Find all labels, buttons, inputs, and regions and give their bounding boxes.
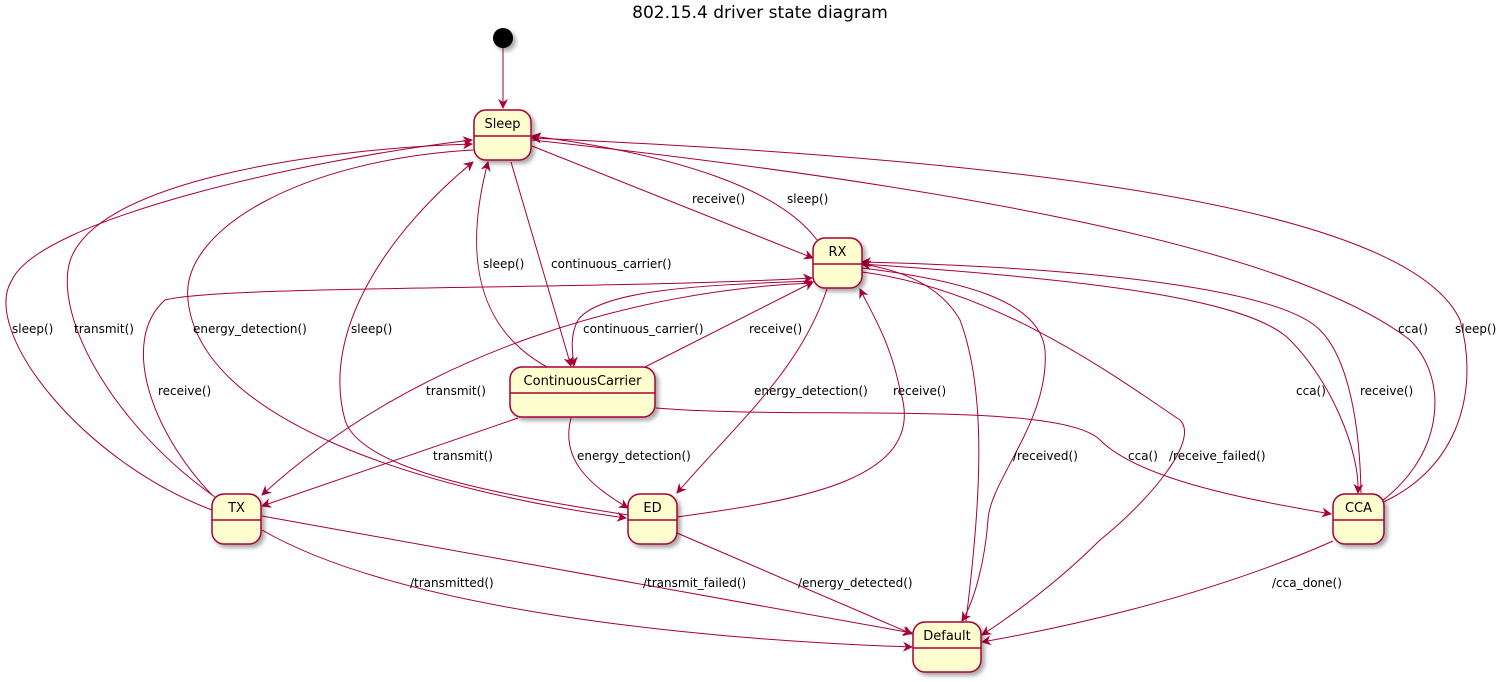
label-cc-to-rx: receive() [749, 322, 802, 336]
label-cc-to-tx: transmit() [433, 449, 493, 463]
edge-tx-to-default-failed [261, 515, 913, 637]
edge-rx-to-cc [567, 280, 813, 367]
edge-rx-to-default [861, 267, 1046, 622]
edge-rx-to-default-failed [861, 271, 1185, 636]
label-ed-to-sleep: energy_detection() [193, 322, 307, 336]
edge-sleep-to-ed-a [187, 149, 627, 522]
state-rx-label: RX [829, 245, 847, 260]
edge-ed-to-default [676, 532, 913, 636]
label-cc-to-ed: energy_detection() [577, 449, 691, 463]
edge-tx-to-rx [142, 273, 813, 496]
state-continuous-carrier: ContinuousCarrier [509, 366, 656, 418]
edge-ed-to-rx [676, 288, 905, 518]
diagram-title: 802.15.4 driver state diagram [632, 3, 888, 23]
edge-ed-to-sleep-b [339, 161, 629, 516]
edge-sleep-to-cca [531, 139, 1436, 509]
label-rx-to-sleep: sleep() [787, 192, 828, 206]
label-rx-to-cc: continuous_carrier() [583, 322, 704, 336]
state-ed-label: ED [643, 501, 661, 516]
edge-rx-to-tx [261, 282, 813, 496]
edge-sleep-to-cc [510, 161, 574, 367]
label-sleep-to-tx: sleep() [12, 322, 53, 336]
edge-rx-to-cca [861, 263, 1364, 494]
edge-default-to-rx [861, 260, 980, 622]
state-default-label: Default [923, 629, 971, 644]
state-sleep-label: Sleep [484, 117, 520, 132]
edge-tx-to-sleep-b [66, 139, 473, 498]
edge-tx-to-default [261, 529, 913, 652]
state-default: Default [912, 621, 982, 673]
label-sleep-to-rx: receive() [692, 192, 745, 206]
state-tx-label: TX [227, 501, 245, 516]
state-continuous-carrier-label: ContinuousCarrier [524, 374, 643, 389]
edge-rx-to-ed [676, 288, 828, 494]
label-ed-to-rx: receive() [893, 384, 946, 398]
label-rx-to-ed: energy_detection() [754, 384, 868, 398]
label-tx-to-default: /transmitted() [410, 576, 494, 590]
label-ed-to-default: /energy_detected() [798, 576, 913, 590]
edge-cc-to-rx [644, 281, 814, 368]
label-tx-to-sleep: transmit() [74, 322, 134, 336]
state-tx: TX [211, 493, 262, 545]
state-ed: ED [627, 493, 678, 545]
label-sleep-to-cca: cca() [1398, 322, 1428, 336]
label-rx-to-default: /received() [1013, 449, 1078, 463]
state-rx: RX [812, 237, 863, 289]
state-sleep: Sleep [473, 109, 532, 161]
label-cca-to-rx: receive() [1360, 384, 1413, 398]
state-cca: CCA [1332, 493, 1385, 545]
label-rx-to-cca: cca() [1296, 384, 1326, 398]
edge-rx-to-sleep [531, 132, 818, 241]
edge-cca-to-default [981, 540, 1334, 646]
edge-cc-to-ed [568, 417, 629, 509]
label-cc-to-sleep: sleep() [483, 257, 524, 271]
label-sleep-to-ed: sleep() [351, 322, 392, 336]
edge-cc-to-cca [655, 407, 1332, 518]
initial-state-marker [493, 28, 513, 48]
label-cc-to-cca: cca() [1128, 449, 1158, 463]
edge-cc-to-tx [261, 417, 519, 508]
edge-tx-to-sleep-a [5, 136, 473, 511]
label-rx-to-default-failed: /receive_failed() [1169, 449, 1266, 463]
state-cca-label: CCA [1345, 501, 1372, 516]
edge-cca-to-rx [861, 257, 1362, 494]
edge-sleep-to-rx [531, 145, 814, 260]
label-rx-to-tx: transmit() [426, 384, 486, 398]
edge-cca-to-sleep [531, 133, 1468, 512]
label-cca-to-default: /cca_done() [1272, 576, 1342, 590]
label-sleep-to-cc: continuous_carrier() [551, 257, 672, 271]
label-tx-to-rx: receive() [158, 384, 211, 398]
label-cca-to-sleep: sleep() [1455, 322, 1496, 336]
label-tx-to-default-failed: /transmit_failed() [643, 576, 746, 590]
